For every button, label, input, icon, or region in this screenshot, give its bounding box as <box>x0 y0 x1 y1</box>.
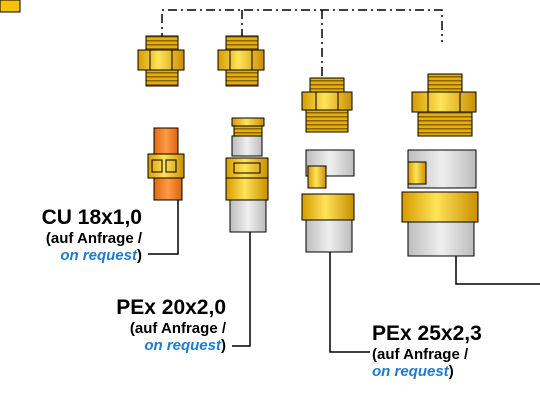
copper-pipe <box>147 127 185 201</box>
label-cu: CU 18x1,0 (auf Anfrage / on request) <box>22 206 142 265</box>
label-pex25-title: PEx 25x2,3 <box>372 322 482 345</box>
label-pex25: PEx 25x2,3 (auf Anfrage / on request) <box>372 322 522 381</box>
connector-lines <box>161 9 443 78</box>
label-cu-title: CU 18x1,0 <box>41 206 142 229</box>
corner-tab <box>0 0 21 13</box>
label-pex20: PEx 20x2,0 (auf Anfrage / on request) <box>86 296 226 355</box>
label-cu-note: (auf Anfrage / <box>45 230 142 248</box>
label-pex25-request: on request) <box>372 363 454 381</box>
label-pex20-note: (auf Anfrage / <box>129 320 226 338</box>
pex25-large-pipe <box>401 149 479 257</box>
label-pex25-note: (auf Anfrage / <box>372 346 469 364</box>
pex25-pipe <box>301 149 355 253</box>
adapter-fitting-pex25-large <box>411 73 477 137</box>
label-pex20-title: PEx 20x2,0 <box>116 296 226 319</box>
adapter-fitting-cu <box>137 35 185 87</box>
pex20-pipe <box>225 117 269 233</box>
label-pex20-request: on request) <box>144 337 226 355</box>
adapter-fitting-pex20 <box>217 35 265 87</box>
leader-lines <box>148 200 540 353</box>
adapter-fitting-pex25 <box>301 77 353 133</box>
label-cu-request: on request) <box>60 247 142 265</box>
